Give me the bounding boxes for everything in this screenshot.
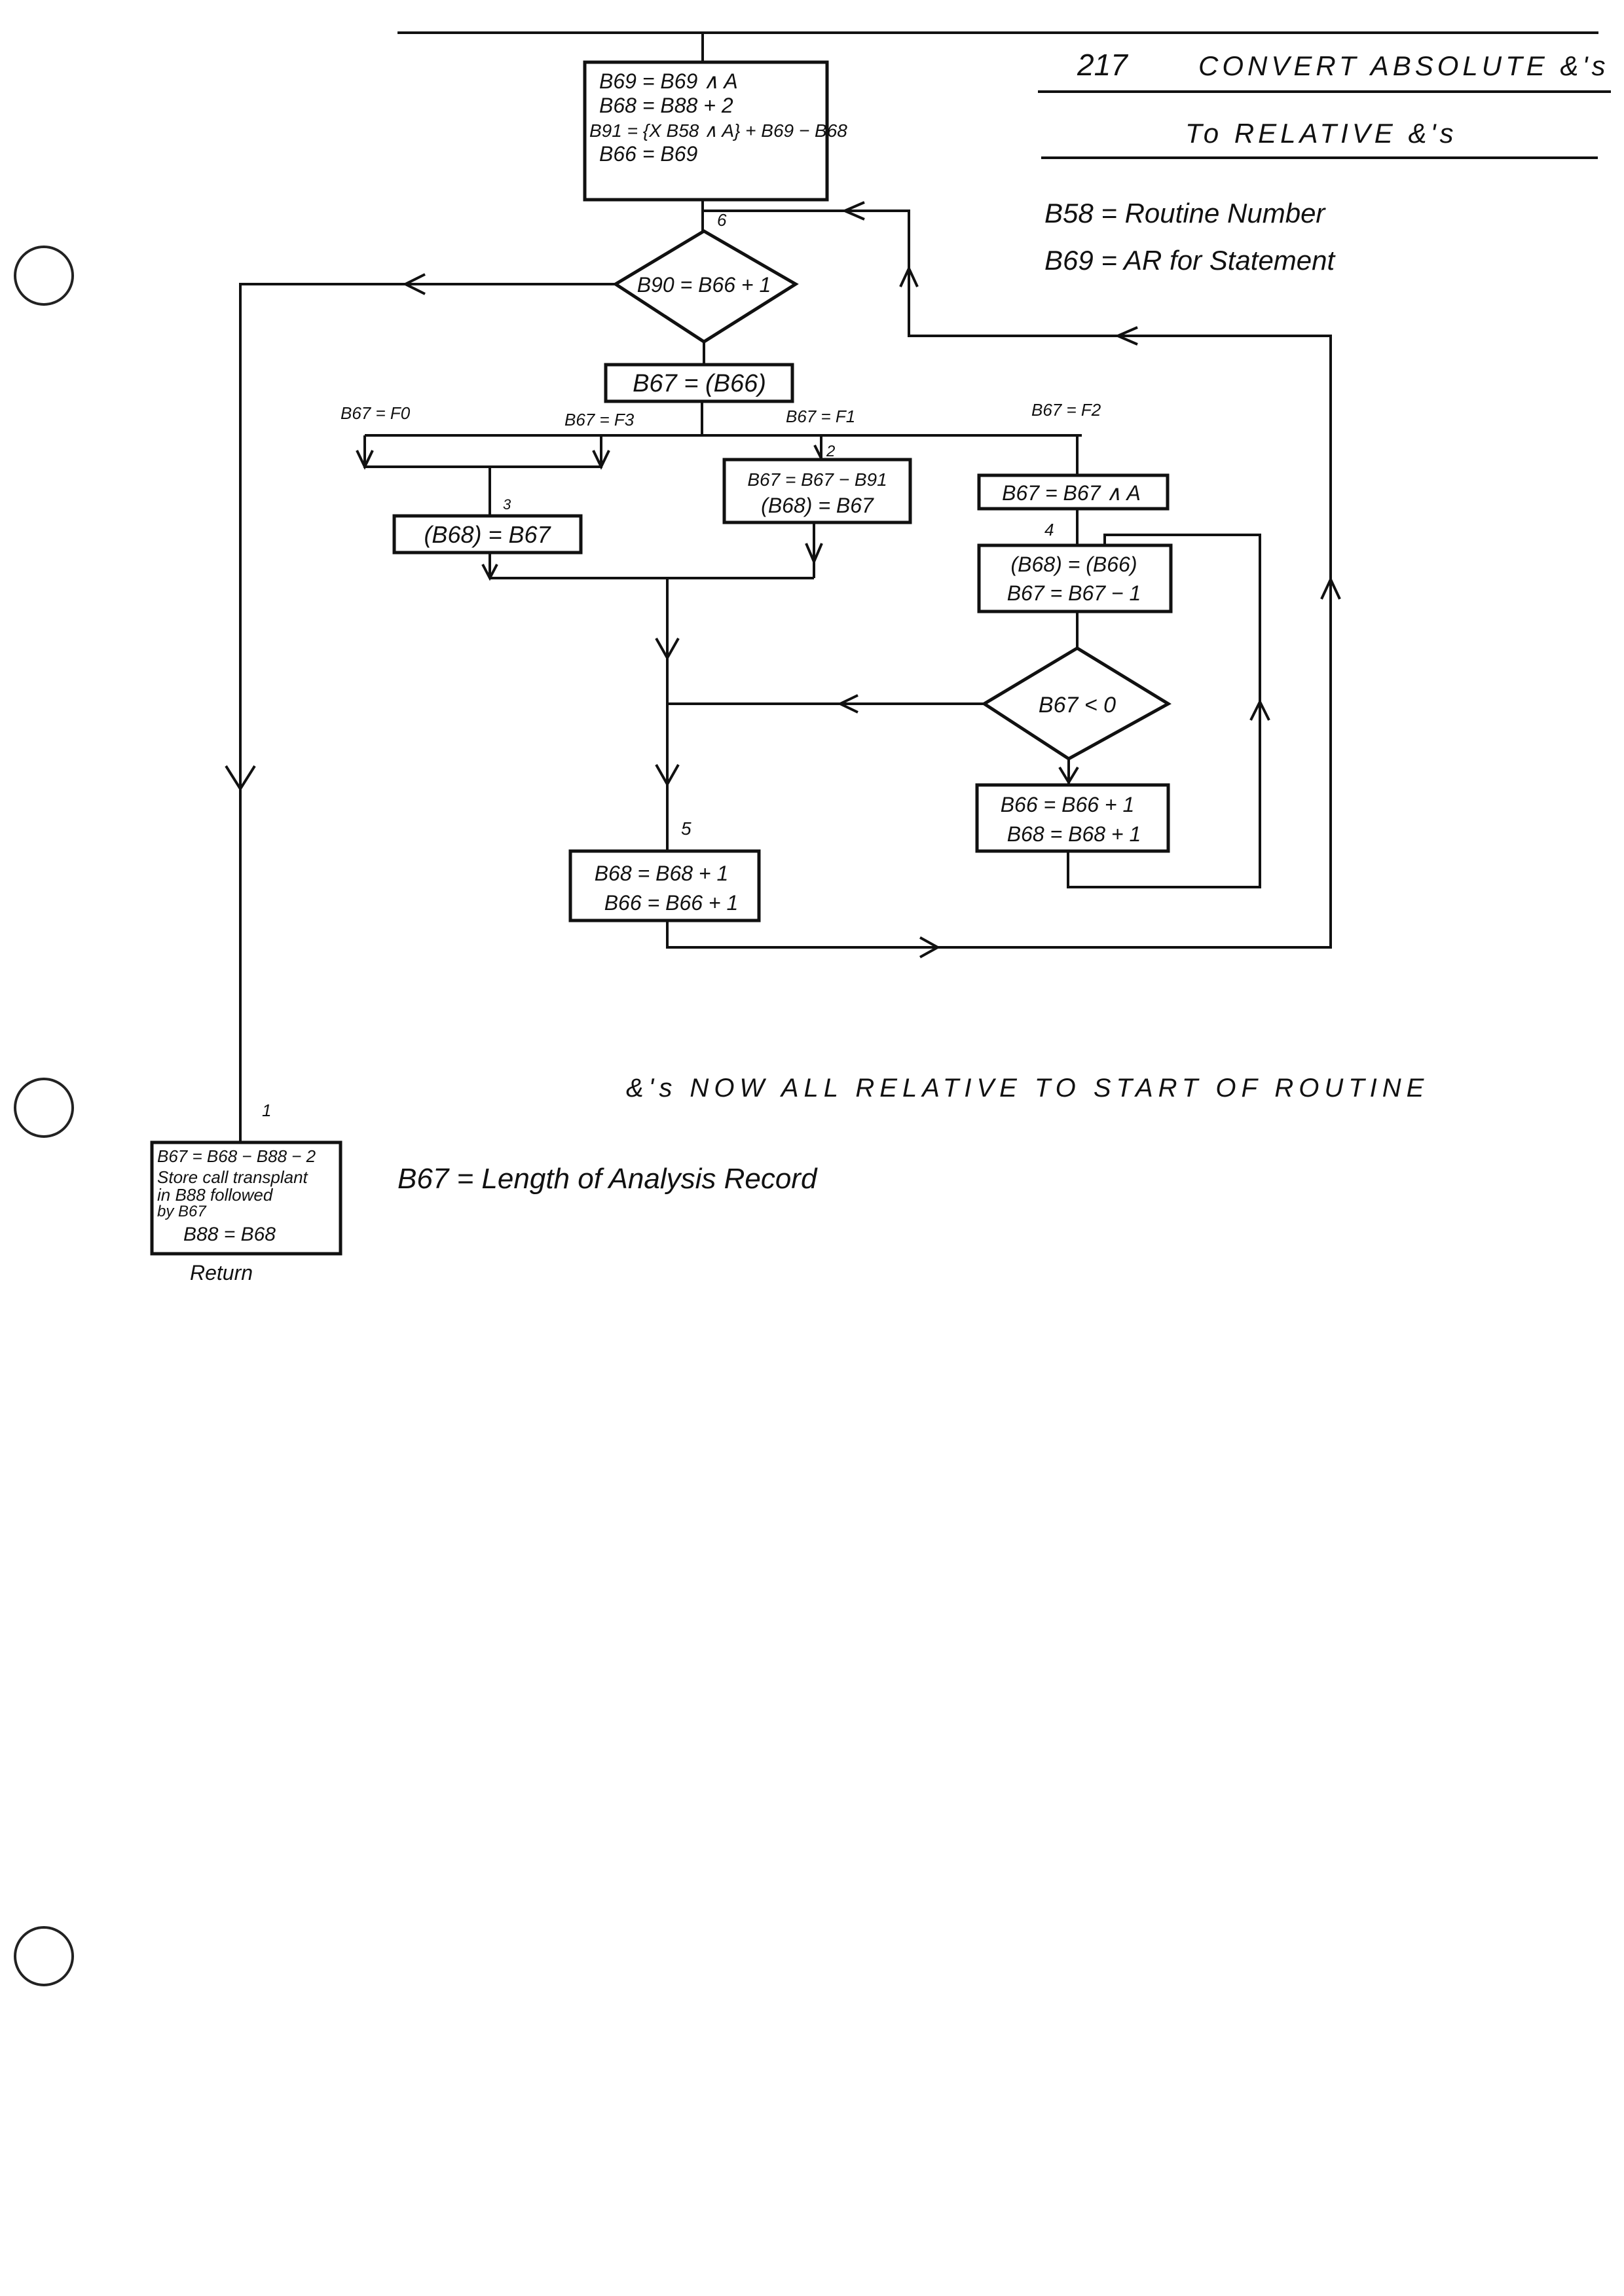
box4-line: (B68) = (B66) [1011, 553, 1137, 576]
relative-note: &'s NOW ALL RELATIVE TO START OF ROUTINE [626, 1074, 1429, 1102]
arrow-down-icon [655, 764, 680, 788]
label-1: 1 [262, 1101, 271, 1120]
exit-line: Store call transplant [157, 1167, 309, 1187]
exit-box [150, 1140, 342, 1256]
length-note: B67 = Length of Analysis Record [397, 1163, 818, 1195]
box2-line: B67 = B67 − B91 [747, 469, 887, 490]
init-box [583, 60, 829, 202]
exit-line: B88 = B68 [183, 1224, 276, 1245]
box2-line: (B68) = B67 [761, 494, 874, 517]
box5-line: B68 = B68 + 1 [595, 862, 729, 885]
exit-line: in B88 followed [157, 1185, 274, 1205]
init-line: B91 = {X B58 ∧ A} + B69 − B68 [589, 120, 847, 141]
exit-line: B67 = B68 − B88 − 2 [157, 1146, 316, 1166]
box-inc [975, 783, 1170, 853]
arrow-up-icon [899, 265, 919, 287]
exit-path [239, 283, 616, 1142]
return-label: Return [190, 1261, 253, 1285]
branch-f3: B67 = F3 [564, 410, 635, 429]
fetch-box [604, 363, 794, 403]
init-line: B68 = B88 + 2 [599, 94, 733, 117]
box3 [392, 514, 583, 555]
arrow-left-icon [841, 201, 865, 221]
arrow-up-icon [1249, 699, 1270, 721]
arrow-down-icon [805, 543, 823, 566]
box3-text: (B68) = B67 [424, 521, 551, 548]
init-line: B69 = B69 ∧ A [599, 69, 738, 93]
box2 [722, 458, 912, 524]
f0-path [363, 435, 602, 468]
binder-hole [14, 246, 74, 306]
init-line: B66 = B69 [599, 142, 698, 166]
branch-f0: B67 = F0 [341, 403, 411, 423]
arrow-left-icon [1114, 326, 1138, 346]
arrow-down-icon [356, 450, 374, 470]
fetch-text: B67 = (B66) [633, 370, 766, 397]
arrow-left-icon [837, 694, 858, 714]
arrow-right-icon [919, 936, 941, 958]
arrow-left-icon [402, 273, 426, 295]
box-f2 [977, 473, 1170, 511]
box5-line: B66 = B66 + 1 [604, 891, 739, 915]
legend-b58: B58 = Routine Number [1044, 198, 1326, 228]
inner-loop-path [1067, 534, 1261, 888]
decision2-text: B67 < 0 [1039, 693, 1116, 718]
arrow-down-icon [1058, 766, 1079, 785]
label-4: 4 [1044, 520, 1054, 539]
arrow-up-icon [1320, 576, 1341, 600]
box-f2-text: B67 = B67 ∧ A [1002, 481, 1141, 505]
label-5: 5 [681, 818, 692, 839]
label-2: 2 [826, 443, 835, 460]
loop-back-path [666, 210, 1332, 949]
binder-hole [14, 1078, 74, 1138]
label-3: 3 [503, 496, 511, 513]
box5 [568, 849, 761, 922]
binder-hole [14, 1926, 74, 1986]
legend-b69: B69 = AR for Statement [1044, 245, 1337, 276]
decision1-text: B90 = B66 + 1 [637, 273, 771, 297]
branch-f2: B67 = F2 [1031, 400, 1101, 420]
box4 [977, 543, 1173, 613]
branch-f1: B67 = F1 [786, 407, 855, 426]
arrow-down-icon [655, 638, 680, 661]
label-6: 6 [717, 210, 727, 230]
page-number: 217 [1077, 48, 1128, 82]
arrow-down-icon [225, 765, 256, 792]
arrow-down-icon [592, 450, 610, 470]
box-inc-line: B66 = B66 + 1 [1001, 793, 1135, 816]
box-inc-line: B68 = B68 + 1 [1007, 822, 1141, 846]
exit-line: by B67 [157, 1203, 207, 1220]
box4-line: B67 = B67 − 1 [1007, 581, 1141, 605]
title-line2: To RELATIVE &'s [1185, 118, 1457, 149]
tick-mark [813, 445, 822, 459]
title-line1: CONVERT ABSOLUTE &'s [1198, 50, 1609, 81]
